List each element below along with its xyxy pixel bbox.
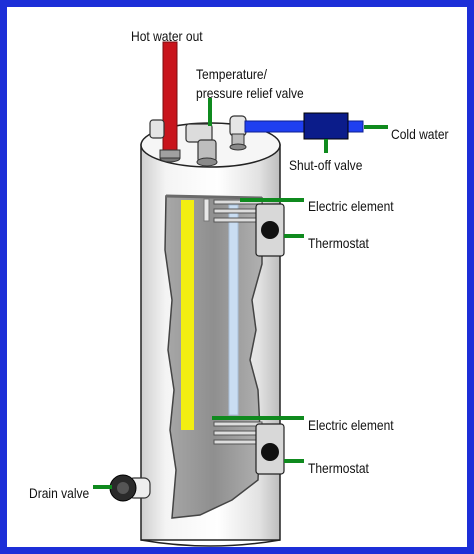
tp-relief-valve (149, 119, 218, 167)
label-cold-water: Cold water (391, 126, 449, 142)
hot-water-pipe (159, 41, 181, 163)
label-hot-water-out: Hot water out (131, 28, 203, 44)
label-electric-element-bottom: Electric element (308, 417, 394, 433)
label-temp-relief-line2: pressure relief valve (196, 85, 304, 101)
drain-valve (109, 474, 151, 502)
lower-element-assembly (213, 421, 285, 475)
cold-dip-tube (228, 204, 239, 416)
water-heater-diagram (93, 41, 388, 547)
hot-water-zone (181, 200, 194, 430)
leader-lines (93, 98, 388, 489)
label-thermostat-bottom: Thermostat (308, 460, 369, 476)
label-shutoff-valve: Shut-off valve (289, 157, 363, 173)
cold-water-inlet (229, 115, 247, 151)
tank-interior-cutaway (164, 195, 263, 519)
shutoff-valve-body (303, 112, 349, 140)
label-electric-element-top: Electric element (308, 198, 394, 214)
label-thermostat-top: Thermostat (308, 235, 369, 251)
upper-element-assembly (213, 199, 285, 257)
label-drain-valve: Drain valve (29, 485, 90, 501)
label-temp-relief-line1: Temperature/ (196, 66, 267, 82)
